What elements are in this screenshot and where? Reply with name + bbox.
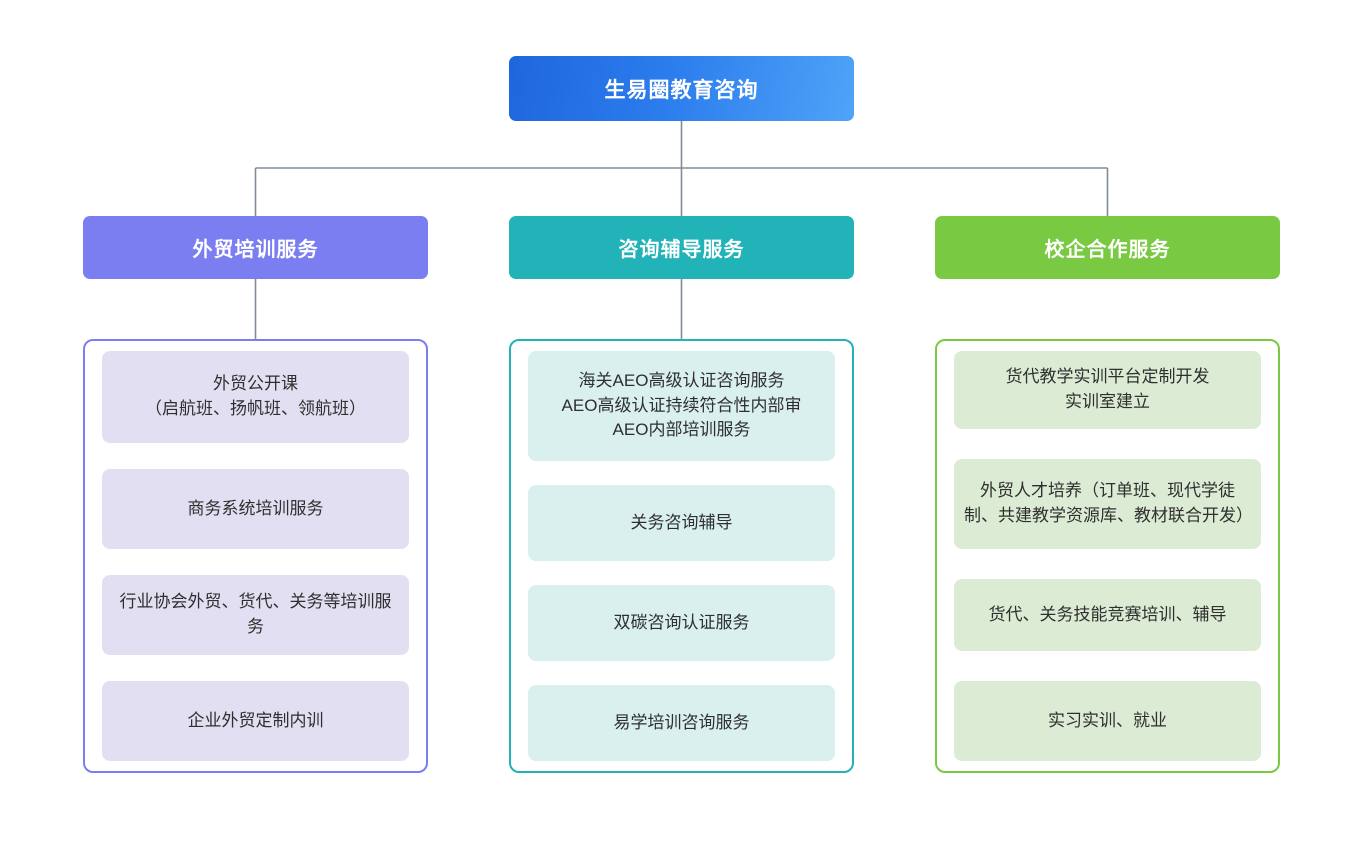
list-item[interactable]: 行业协会外贸、货代、关务等培训服务 [102, 575, 409, 655]
list-item[interactable]: 外贸公开课 （启航班、扬帆班、领航班） [102, 351, 409, 443]
list-item[interactable]: 双碳咨询认证服务 [528, 585, 835, 661]
list-item[interactable]: 海关AEO高级认证咨询服务 AEO高级认证持续符合性内部审 AEO内部培训服务 [528, 351, 835, 461]
list-item[interactable]: 关务咨询辅导 [528, 485, 835, 561]
branch-column-3: 校企合作服务 货代教学实训平台定制开发 实训室建立 外贸人才培养（订单班、现代学… [935, 216, 1280, 773]
root-node-label: 生易圈教育咨询 [604, 78, 759, 102]
branch-header-3-label: 校企合作服务 [1044, 239, 1171, 261]
list-item[interactable]: 商务系统培训服务 [102, 469, 409, 549]
list-item[interactable]: 实习实训、就业 [954, 681, 1261, 761]
branch-items-container-2: 海关AEO高级认证咨询服务 AEO高级认证持续符合性内部审 AEO内部培训服务 … [509, 339, 854, 773]
branch-header-2-label: 咨询辅导服务 [618, 239, 745, 261]
branch-header-3[interactable]: 校企合作服务 [935, 216, 1280, 279]
list-item[interactable]: 货代教学实训平台定制开发 实训室建立 [954, 351, 1261, 429]
branch-items-container-3: 货代教学实训平台定制开发 实训室建立 外贸人才培养（订单班、现代学徒制、共建教学… [935, 339, 1280, 773]
root-node[interactable]: 生易圈教育咨询 [509, 56, 854, 121]
branch-header-1[interactable]: 外贸培训服务 [83, 216, 428, 279]
branch-header-2[interactable]: 咨询辅导服务 [509, 216, 854, 279]
list-item[interactable]: 外贸人才培养（订单班、现代学徒制、共建教学资源库、教材联合开发） [954, 459, 1261, 549]
branch-header-1-label: 外贸培训服务 [192, 239, 319, 261]
list-item[interactable]: 货代、关务技能竞赛培训、辅导 [954, 579, 1261, 651]
branch-column-1: 外贸培训服务 外贸公开课 （启航班、扬帆班、领航班） 商务系统培训服务 行业协会… [83, 216, 428, 773]
branch-column-2: 咨询辅导服务 海关AEO高级认证咨询服务 AEO高级认证持续符合性内部审 AEO… [509, 216, 854, 773]
list-item[interactable]: 企业外贸定制内训 [102, 681, 409, 761]
branch-items-container-1: 外贸公开课 （启航班、扬帆班、领航班） 商务系统培训服务 行业协会外贸、货代、关… [83, 339, 428, 773]
list-item[interactable]: 易学培训咨询服务 [528, 685, 835, 761]
